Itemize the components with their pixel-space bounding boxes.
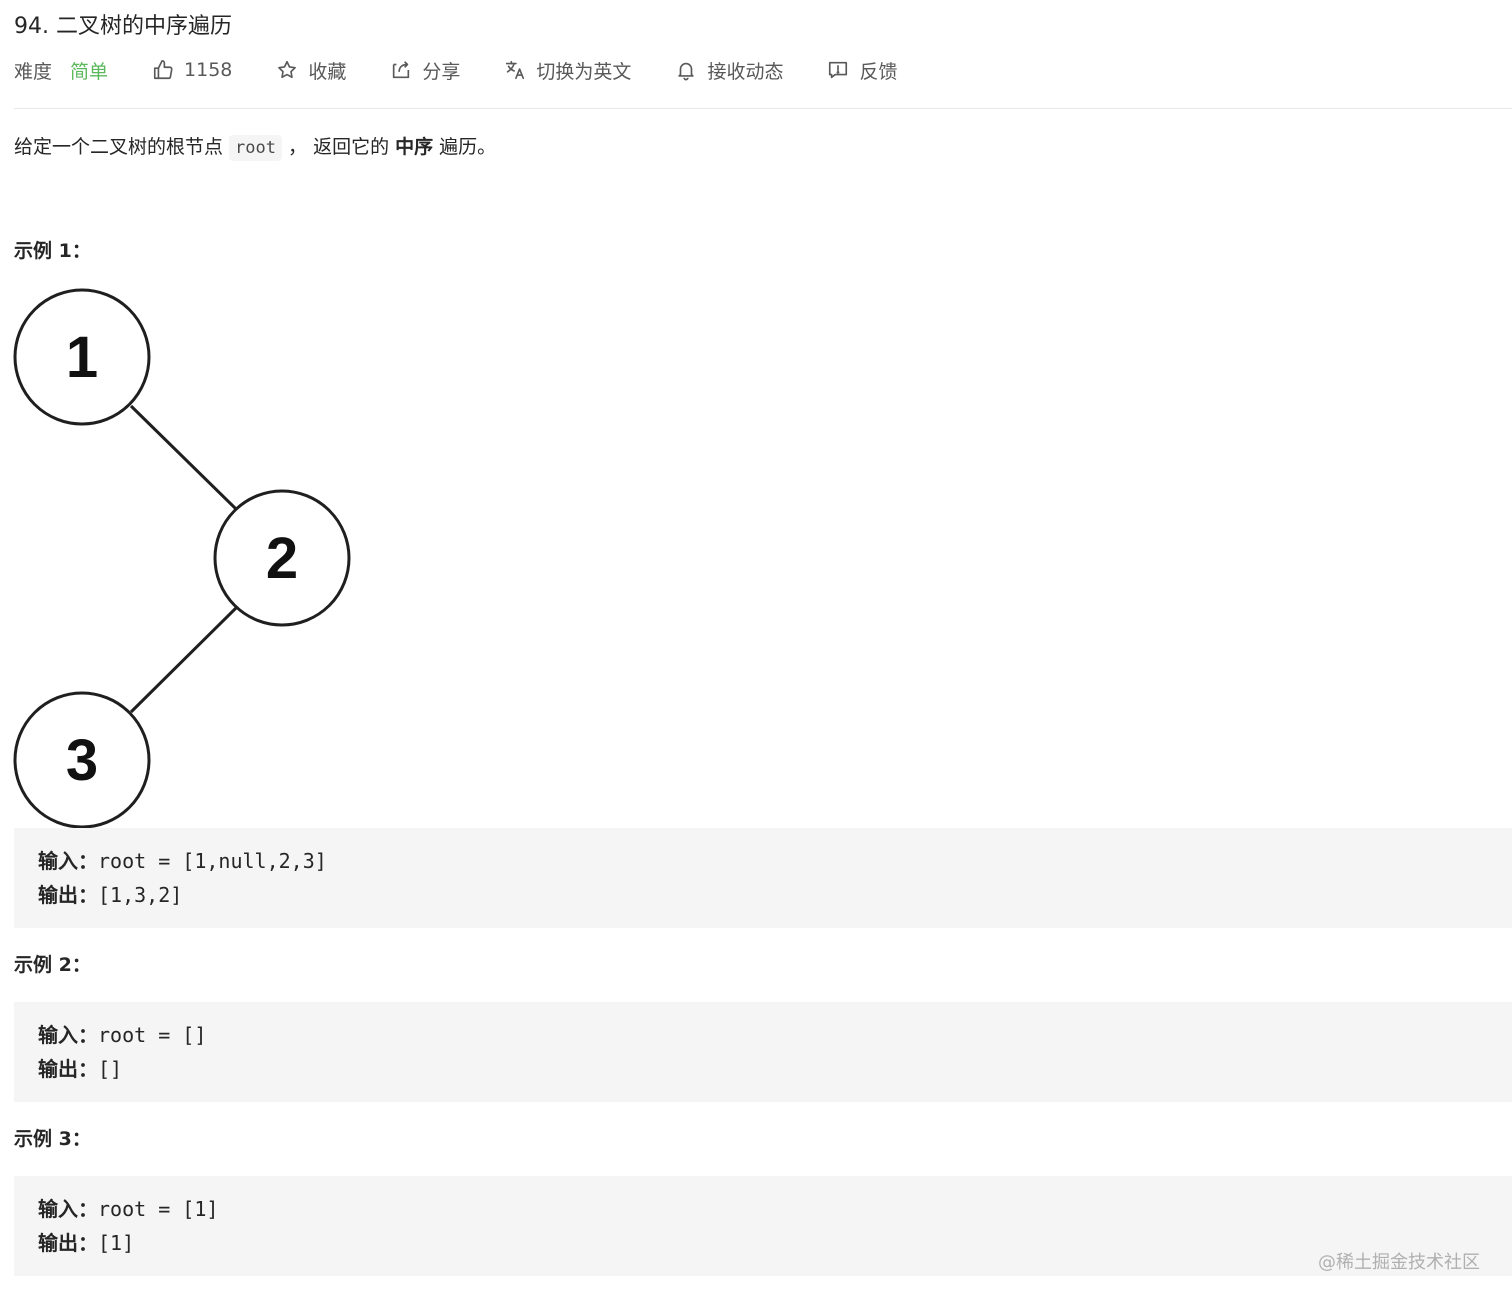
output-label: 输出：: [38, 883, 98, 907]
feedback-label: 反馈: [859, 60, 898, 83]
feedback-button[interactable]: 反馈: [827, 57, 897, 84]
input-value: root = []: [98, 1023, 207, 1047]
description-text: 遍历。: [433, 136, 497, 158]
star-icon: [278, 60, 297, 79]
example-2-input-line: 输入：root = []: [38, 1018, 1488, 1052]
svg-text:3: 3: [66, 728, 98, 793]
share-button[interactable]: 分享: [390, 57, 460, 84]
tree-edge-1-2: [129, 404, 238, 511]
difficulty-label: 难度: [14, 60, 53, 83]
translate-icon: [506, 60, 525, 80]
feedback-icon: [829, 61, 848, 79]
tree-edge-2-3: [129, 606, 238, 714]
example-3-title: 示例 3：: [14, 1128, 91, 1150]
example-3-output-line: 输出：[1]: [38, 1226, 1488, 1260]
svg-text:1: 1: [66, 325, 98, 390]
example-3-input-line: 输入：root = [1]: [38, 1192, 1488, 1226]
example-2-code-block: 输入：root = [] 输出：[]: [14, 1002, 1512, 1102]
example-1-output-line: 输出：[1,3,2]: [38, 878, 1488, 912]
problem-description: 给定一个二叉树的根节点 root ， 返回它的 中序 遍历。: [14, 130, 496, 165]
output-label: 输出：: [38, 1057, 98, 1081]
header-divider: [14, 108, 1512, 109]
input-label: 输入：: [38, 1023, 98, 1047]
like-button[interactable]: 1158: [152, 59, 232, 81]
like-count: 1158: [184, 59, 233, 81]
description-text: 给定一个二叉树的根节点: [14, 136, 230, 158]
output-value: [1,3,2]: [98, 883, 183, 907]
switch-language-label: 切换为英文: [536, 60, 632, 83]
example-2-output-line: 输出：[]: [38, 1052, 1488, 1086]
example-3-code-block: 输入：root = [1] 输出：[1]: [14, 1176, 1512, 1276]
thumbs-up-icon: [153, 60, 173, 80]
problem-meta-bar: 难度 简单 1158 收藏 分享 切换为英文: [14, 56, 941, 84]
input-label: 输入：: [38, 849, 98, 873]
input-label: 输入：: [38, 1197, 98, 1221]
example-1-code-block: 输入：root = [1,null,2,3] 输出：[1,3,2]: [14, 828, 1512, 928]
subscribe-label: 接收动态: [707, 60, 784, 83]
favorite-label: 收藏: [308, 60, 347, 83]
favorite-button[interactable]: 收藏: [276, 57, 346, 84]
output-label: 输出：: [38, 1231, 98, 1255]
example-2-title: 示例 2：: [14, 954, 91, 976]
description-text: ， 返回它的: [282, 136, 396, 158]
output-value: [1]: [98, 1231, 135, 1255]
example-1-title: 示例 1：: [14, 240, 91, 262]
tree-node-1: 1: [13, 288, 151, 426]
bell-icon: [678, 62, 695, 81]
tree-node-2: 2: [213, 489, 351, 627]
problem-title: 94. 二叉树的中序遍历: [14, 14, 232, 39]
tree-node-3: 3: [13, 691, 151, 829]
share-icon: [393, 61, 410, 79]
switch-language-button[interactable]: 切换为英文: [504, 57, 631, 84]
watermark: @稀土掘金技术社区: [1318, 1252, 1480, 1273]
subscribe-button[interactable]: 接收动态: [675, 57, 783, 84]
description-emphasis: 中序: [395, 136, 434, 158]
svg-text:2: 2: [266, 526, 298, 591]
inline-code-root: root: [229, 135, 282, 161]
input-value: root = [1,null,2,3]: [98, 849, 327, 873]
binary-tree-diagram: 1 2 3: [13, 288, 351, 829]
difficulty-badge: 简单: [70, 60, 109, 83]
input-value: root = [1]: [98, 1197, 219, 1221]
output-value: []: [98, 1057, 123, 1081]
share-label: 分享: [422, 60, 461, 83]
example-1-input-line: 输入：root = [1,null,2,3]: [38, 844, 1488, 878]
